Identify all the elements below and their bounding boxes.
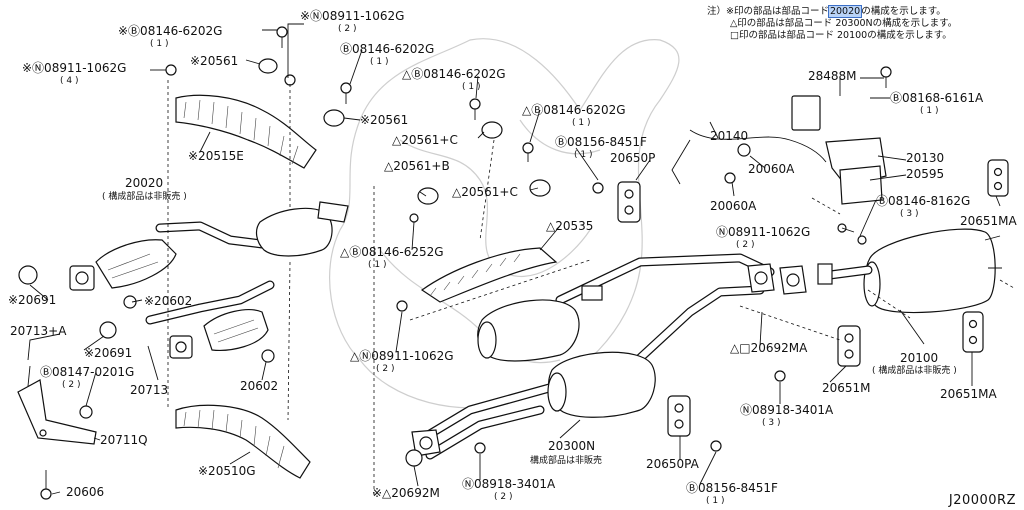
rear-muffler-art — [817, 228, 1002, 314]
part-label[interactable]: 20140 — [710, 129, 749, 143]
part-label[interactable]: Ⓝ08918-3401A — [462, 477, 556, 491]
part-label[interactable]: Ⓝ08918-3401A — [740, 403, 834, 417]
part-label[interactable]: △Ⓝ08911-1062G — [350, 349, 454, 363]
note-line-1-suffix: の構成を示します。 — [861, 6, 946, 17]
part-label[interactable]: △□20692MA — [730, 341, 808, 355]
leader-lines — [27, 23, 1001, 495]
part-label[interactable]: 20606 — [66, 485, 105, 499]
part-label[interactable]: ※20515E — [188, 149, 244, 163]
note-line-3: □印の部品は部品コード 20100の構成を示します。 — [730, 30, 952, 41]
note-line-1-prefix: 注）※印の部品は部品コード — [707, 6, 829, 17]
part-label[interactable]: ※20510G — [198, 464, 256, 478]
part-label[interactable]: 20711Q — [100, 433, 148, 447]
part-label[interactable]: ※Ⓝ08911-1062G — [22, 61, 127, 75]
part-label[interactable]: 20595 — [906, 167, 945, 181]
part-label[interactable]: ※20691 — [8, 293, 57, 307]
part-label[interactable]: ※20691 — [84, 346, 133, 360]
part-qty: ( 3 ) — [900, 209, 919, 219]
front-tube-art — [69, 94, 349, 479]
part-label[interactable]: ※20561 — [360, 113, 409, 127]
part-label[interactable]: 20650P — [610, 151, 656, 165]
part-label[interactable]: 20130 — [906, 151, 945, 165]
part-qty: ( 2 ) — [736, 240, 755, 250]
diagram-code: J20000RZ — [948, 493, 1016, 508]
part-label[interactable]: 20650PA — [646, 457, 699, 471]
part-label[interactable]: △20561+C — [452, 185, 518, 199]
part-qty: ( 1 ) — [920, 106, 939, 116]
bracket-art — [17, 365, 97, 445]
part-label[interactable]: 20100 — [900, 351, 939, 365]
note-line-2: △印の部品は部品コード 20300Nの構成を示します。 — [730, 18, 958, 29]
sensor-art — [671, 95, 887, 205]
part-qty: ( 3 ) — [762, 418, 781, 428]
part-qty: ( 1 ) — [574, 150, 593, 160]
part-qty: ( 構成部品は非販売 ) — [102, 192, 187, 202]
part-label[interactable]: 28488M — [808, 69, 857, 83]
part-label[interactable]: 20713 — [130, 383, 169, 397]
part-qty: ( 2 ) — [376, 364, 395, 374]
part-label[interactable]: Ⓑ08168-6161A — [890, 91, 984, 105]
part-label[interactable]: 20300N — [548, 439, 596, 453]
part-label[interactable]: 20651MA — [940, 387, 997, 401]
part-qty: ( 1 ) — [150, 39, 169, 49]
part-label[interactable]: Ⓝ08911-1062G — [716, 225, 811, 239]
part-label[interactable]: △Ⓑ08146-6252G — [340, 245, 444, 259]
part-label[interactable]: 20651M — [822, 381, 871, 395]
part-label[interactable]: △20535 — [546, 219, 594, 233]
part-label[interactable]: Ⓑ08146-8162G — [876, 194, 971, 208]
part-label[interactable]: Ⓑ08156-8451F — [555, 135, 647, 149]
part-label[interactable]: 20060A — [748, 162, 795, 176]
part-label[interactable]: Ⓑ08156-8451F — [686, 481, 778, 495]
part-label[interactable]: △20561+B — [384, 159, 450, 173]
part-qty: ( 2 ) — [494, 492, 513, 502]
part-qty: ( 1 ) — [462, 82, 481, 92]
part-qty: ( 2 ) — [62, 380, 81, 390]
part-label[interactable]: ※20602 — [144, 294, 193, 308]
part-qty: 構成部品は非販売 — [530, 456, 603, 466]
part-qty: ( 1 ) — [368, 260, 387, 270]
part-label[interactable]: 20602 — [240, 379, 279, 393]
part-label[interactable]: ※Ⓑ08146-6202G — [118, 24, 223, 38]
part-label[interactable]: △Ⓑ08146-6202G — [522, 103, 626, 117]
part-label[interactable]: ※△20692M — [372, 486, 440, 500]
part-qty: ( 1 ) — [706, 496, 725, 506]
part-label[interactable]: ※Ⓝ08911-1062G — [300, 9, 405, 23]
note-highlight-code[interactable]: 20020 — [827, 5, 863, 18]
part-label[interactable]: △20561+C — [392, 133, 458, 147]
center-muffler-art — [411, 247, 807, 460]
hanger-art — [617, 159, 1009, 437]
part-label[interactable]: 20020 — [125, 176, 164, 190]
part-label[interactable]: 20060A — [710, 199, 757, 213]
part-qty: ( 構成部品は非販売 ) — [872, 366, 957, 376]
part-label[interactable]: 20713+A — [10, 324, 67, 338]
part-qty: ( 1 ) — [572, 118, 591, 128]
part-label[interactable]: 20651MA — [960, 214, 1017, 228]
part-qty: ( 2 ) — [338, 24, 357, 34]
part-qty: ( 1 ) — [370, 57, 389, 67]
dashed-lines — [167, 80, 1015, 496]
fasteners-art — [18, 26, 892, 500]
part-label[interactable]: Ⓑ08147-0201G — [40, 365, 135, 379]
part-qty: ( 4 ) — [60, 76, 79, 86]
part-label[interactable]: ※20561 — [190, 54, 239, 68]
part-label[interactable]: Ⓑ08146-6202G — [340, 42, 435, 56]
note-line-1: 注）※印の部品は部品コード20020の構成を示します。 — [707, 5, 946, 18]
part-label[interactable]: △Ⓑ08146-6202G — [402, 67, 506, 81]
